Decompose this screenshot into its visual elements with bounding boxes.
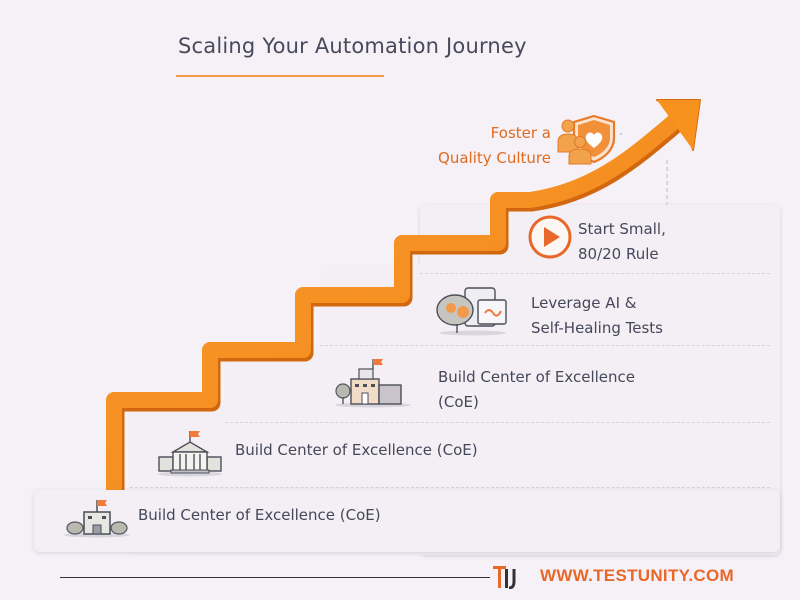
- team-shield-heart-icon: [557, 114, 622, 165]
- summit-label-line2: Quality Culture: [438, 149, 551, 167]
- step-label-3-line1: Build Center of Excellence: [438, 368, 636, 386]
- step-label-5-line1: Start Small,: [578, 220, 666, 238]
- campus-buildings-icon: [335, 359, 411, 408]
- separator: [225, 422, 770, 423]
- summit-label: Foster a Quality Culture: [420, 121, 551, 171]
- separator: [320, 345, 770, 346]
- play-circle-icon: [528, 215, 572, 259]
- step-card-1: [34, 490, 780, 552]
- step-label-3: Build Center of Excellence (CoE): [438, 365, 635, 415]
- separator: [130, 487, 770, 488]
- step-label-5-line2: 80/20 Rule: [578, 245, 659, 263]
- testunity-logo-icon: [493, 566, 516, 589]
- step-label-4-line2: Self-Healing Tests: [531, 319, 663, 337]
- ai-brain-devices-icon: [436, 287, 507, 336]
- title-underline: [176, 75, 384, 77]
- separator: [420, 273, 770, 274]
- summit-label-line1: Foster a: [490, 124, 551, 142]
- step-label-2: Build Center of Excellence (CoE): [235, 441, 478, 459]
- footer-divider: [60, 577, 490, 578]
- step-label-1: Build Center of Excellence (CoE): [138, 506, 381, 524]
- institution-building-icon: [158, 431, 222, 477]
- step-label-5: Start Small, 80/20 Rule: [578, 217, 666, 267]
- step-label-4-line1: Leverage AI &: [531, 294, 637, 312]
- office-building-icon: [64, 500, 130, 538]
- page-title: Scaling Your Automation Journey: [178, 34, 527, 58]
- step-label-4: Leverage AI & Self-Healing Tests: [531, 291, 663, 341]
- step-label-3-line2: (CoE): [438, 393, 479, 411]
- footer-website-link[interactable]: WWW.TESTUNITY.COM: [540, 566, 734, 585]
